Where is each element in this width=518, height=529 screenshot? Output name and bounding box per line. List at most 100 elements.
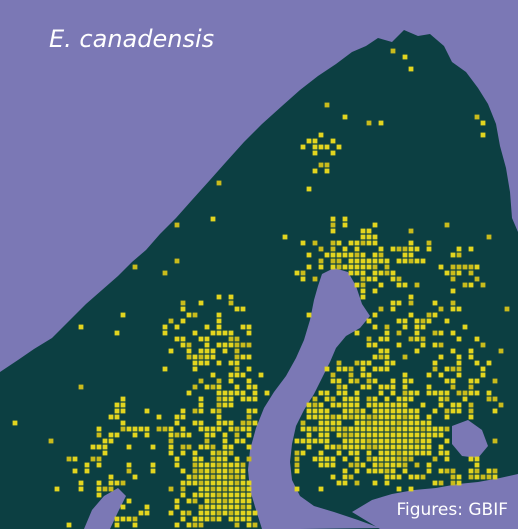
occurrence-cell [78,486,84,492]
occurrence-cell [474,276,480,282]
occurrence-cell [330,378,336,384]
occurrence-cell [198,396,204,402]
occurrence-cell [246,342,252,348]
occurrence-cell [420,342,426,348]
occurrence-cell [396,462,402,468]
occurrence-cell [402,318,408,324]
occurrence-cell [324,396,330,402]
occurrence-cell [246,444,252,450]
occurrence-cell [210,348,216,354]
occurrence-cell [216,492,222,498]
occurrence-cell [348,366,354,372]
occurrence-cell [354,444,360,450]
occurrence-cell [198,516,204,522]
occurrence-cell [144,504,150,510]
occurrence-cell [198,336,204,342]
occurrence-cell [204,510,210,516]
occurrence-cell [306,438,312,444]
occurrence-cell [402,432,408,438]
occurrence-cell [312,438,318,444]
occurrence-cell [378,432,384,438]
occurrence-cell [408,426,414,432]
occurrence-cell [240,480,246,486]
occurrence-cell [186,390,192,396]
occurrence-cell [240,372,246,378]
occurrence-cell [408,240,414,246]
occurrence-cell [324,162,330,168]
occurrence-cell [96,444,102,450]
occurrence-cell [354,438,360,444]
occurrence-cell [366,234,372,240]
occurrence-cell [444,450,450,456]
occurrence-cell [438,342,444,348]
occurrence-cell [186,474,192,480]
occurrence-cell [168,450,174,456]
occurrence-cell [300,276,306,282]
occurrence-cell [414,420,420,426]
occurrence-cell [246,354,252,360]
occurrence-cell [204,336,210,342]
occurrence-cell [204,492,210,498]
occurrence-cell [330,426,336,432]
occurrence-cell [444,390,450,396]
occurrence-cell [126,444,132,450]
occurrence-cell [132,432,138,438]
occurrence-cell [240,504,246,510]
occurrence-cell [354,330,360,336]
occurrence-cell [174,462,180,468]
occurrence-cell [114,414,120,420]
occurrence-cell [348,414,354,420]
occurrence-cell [324,426,330,432]
occurrence-cell [366,420,372,426]
occurrence-cell [180,444,186,450]
occurrence-cell [372,252,378,258]
occurrence-cell [210,372,216,378]
occurrence-cell [318,420,324,426]
occurrence-cell [336,414,342,420]
occurrence-cell [204,432,210,438]
occurrence-cell [204,444,210,450]
occurrence-cell [186,312,192,318]
occurrence-cell [210,444,216,450]
occurrence-cell [390,462,396,468]
occurrence-cell [444,222,450,228]
occurrence-cell [324,438,330,444]
occurrence-cell [360,366,366,372]
occurrence-cell [216,324,222,330]
occurrence-cell [180,450,186,456]
occurrence-cell [246,498,252,504]
occurrence-cell [180,342,186,348]
occurrence-cell [384,456,390,462]
occurrence-cell [342,402,348,408]
occurrence-cell [222,462,228,468]
occurrence-cell [168,348,174,354]
occurrence-cell [168,318,174,324]
occurrence-cell [216,330,222,336]
occurrence-cell [354,246,360,252]
occurrence-cell [342,246,348,252]
occurrence-cell [180,408,186,414]
occurrence-cell [360,282,366,288]
occurrence-cell [414,462,420,468]
occurrence-cell [456,354,462,360]
occurrence-cell [396,486,402,492]
occurrence-cell [168,510,174,516]
occurrence-cell [390,420,396,426]
occurrence-cell [408,378,414,384]
occurrence-cell [210,456,216,462]
occurrence-cell [456,474,462,480]
occurrence-cell [330,258,336,264]
occurrence-cell [378,246,384,252]
occurrence-cell [480,372,486,378]
occurrence-cell [96,486,102,492]
occurrence-cell [414,336,420,342]
occurrence-cell [252,396,258,402]
occurrence-cell [300,450,306,456]
occurrence-cell [228,462,234,468]
occurrence-cell [468,270,474,276]
occurrence-cell [480,342,486,348]
occurrence-cell [432,330,438,336]
occurrence-cell [348,270,354,276]
occurrence-cell [390,450,396,456]
occurrence-cell [96,456,102,462]
